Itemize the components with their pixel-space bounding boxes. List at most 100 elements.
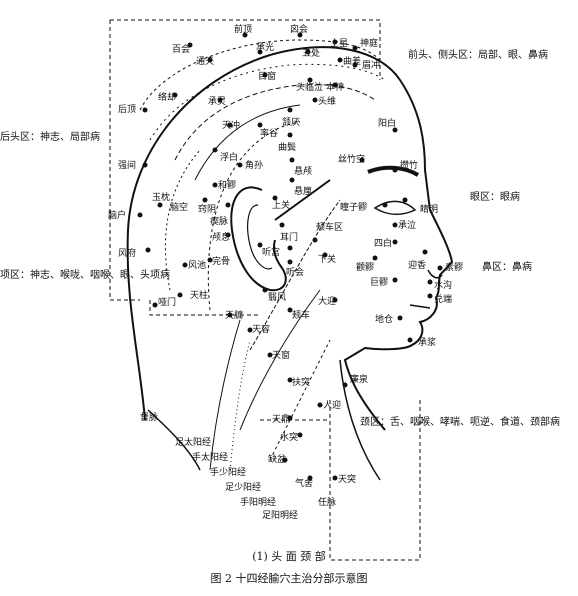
mouth [409, 304, 431, 309]
meridian-labels: 督脉 足太阳经 手太阳经 手少阳经 足少阳经 手阳明经 足阳明经 任脉 [140, 411, 336, 521]
point-label: 天牖 [225, 310, 243, 321]
meridian-label: 任脉 [318, 496, 336, 508]
region-nose: 鼻区：鼻病 [482, 260, 532, 273]
point-label: 囟会 [290, 23, 308, 35]
meridian-label: 督脉 [140, 411, 158, 423]
point-label: 和髎 [218, 180, 236, 191]
meridian-label: 手太阳经 [192, 451, 228, 463]
point-label: 人迎 [323, 399, 341, 411]
eye [373, 200, 417, 215]
meridian-label: 足少阳经 [225, 481, 261, 493]
region-eye: 眼区：眼病 [470, 190, 520, 203]
point-label: 承浆 [418, 336, 436, 348]
point-label: 颊车区 [316, 221, 343, 233]
meridian-label: 手少阳经 [210, 466, 246, 478]
point-label: 百会 [172, 43, 190, 55]
point-label: 地仓 [375, 313, 393, 325]
point-label: 颔厌 [282, 116, 300, 128]
point-label: 角孙 [245, 159, 263, 171]
figure-subcaption: (1) 头 面 颈 部 [252, 550, 326, 563]
point-label: 通天 [196, 56, 214, 67]
point-label: 浮白 [220, 151, 238, 163]
point-label: 强间 [118, 159, 136, 171]
point-label: 迎香 [408, 259, 426, 271]
point-label: 络却 [158, 91, 176, 103]
point-label: 五处 [302, 47, 320, 59]
point-label: 瘈脉 [210, 215, 228, 227]
point-label: 天冲 [222, 119, 240, 131]
point-label: 率谷 [260, 127, 278, 139]
figure-caption: 图 2 十四经腧穴主治分部示意图 [210, 572, 368, 585]
point-label: 窍阴 [198, 203, 216, 215]
nostril [427, 269, 443, 279]
point-label: 睛明 [420, 204, 438, 215]
point-label: 天窗 [272, 349, 290, 361]
point-label: 天柱 [190, 289, 208, 301]
point-label: 悬厘 [294, 186, 312, 197]
neck-back [147, 409, 201, 471]
point-label: 悬颅 [294, 166, 312, 177]
point-label: 颅息 [212, 231, 230, 243]
neck-front [339, 359, 381, 481]
point-label: 神庭 [360, 37, 378, 49]
ear-outline [230, 186, 287, 292]
head-outline [126, 46, 454, 431]
region-boxes [109, 19, 421, 561]
point-label: 水突 [280, 431, 298, 443]
point-label: 耳门 [280, 231, 298, 243]
meridian-label: 足太阳经 [175, 436, 211, 448]
point-label: 天鼎 [272, 414, 290, 425]
point-label: 风池 [188, 259, 206, 271]
point-label: 听宫 [262, 246, 280, 258]
point-label: 攒竹 [400, 159, 418, 171]
point-label: 翳风 [268, 292, 286, 303]
point-label: 承灵 [208, 96, 226, 107]
point-label: 头临泣 [296, 81, 323, 93]
point-label: 眉冲 [362, 59, 380, 71]
point-label: 下关 [318, 253, 336, 265]
point-label: 听会 [286, 266, 304, 278]
point-label: 风府 [118, 247, 136, 259]
point-label: 阳白 [378, 117, 396, 129]
point-label: 兑端 [434, 293, 452, 305]
point-label: 脑户 [108, 209, 126, 221]
point-label: 上星 [330, 38, 348, 49]
point-label: 曲鬓 [278, 141, 296, 153]
point-label: 头维 [318, 95, 336, 107]
point-label: 脑空 [170, 201, 188, 213]
point-label: 哑门 [158, 296, 176, 308]
point-label: 天容 [252, 323, 270, 335]
point-label: 气舍 [295, 477, 313, 489]
point-label: 缺盆 [268, 453, 286, 465]
point-label: 颧髎 [356, 261, 374, 273]
point-label: 本神 [326, 81, 344, 93]
region-neck: 颈区：舌、咽喉、哮喘、呃逆、食道、颈部病 [360, 415, 560, 428]
point-label: 水沟 [434, 279, 452, 291]
point-label: 素髎 [445, 261, 463, 273]
meridian-label: 手阳明经 [240, 496, 276, 508]
region-nape: 项区：神志、喉咙、咽喉、眼、头项病 [0, 268, 170, 281]
point-label: 承泣 [398, 219, 416, 231]
region-front-head: 前头、侧头区：局部、眼、鼻病 [408, 48, 548, 61]
point-label: 颊车 [292, 309, 310, 321]
point-label: 玉枕 [152, 191, 170, 203]
point-label: 前顶 [234, 23, 252, 35]
point-labels: 百会 前顶 囟会 上星 神庭 通天 承光 五处 曲差 眉冲 络却 承灵 目窗 头… [108, 23, 463, 489]
point-label: 天突 [338, 473, 356, 485]
point-label: 上关 [272, 199, 290, 211]
point-label: 后顶 [118, 104, 136, 115]
point-label: 完骨 [212, 255, 230, 267]
meridian-lines [139, 39, 386, 471]
point-label: 承光 [256, 41, 274, 53]
point-label: 巨髎 [370, 277, 388, 288]
point-label: 曲差 [343, 55, 361, 67]
ear-inner [247, 204, 273, 270]
point-label: 瞳子髎 [340, 201, 367, 213]
point-label: 丝竹空 [338, 153, 365, 165]
point-label: 大迎 [318, 295, 336, 307]
point-label: 廉泉 [350, 373, 368, 385]
meridian-label: 足阳明经 [262, 509, 298, 521]
point-label: 扶突 [292, 376, 310, 388]
point-dots [137, 32, 443, 481]
